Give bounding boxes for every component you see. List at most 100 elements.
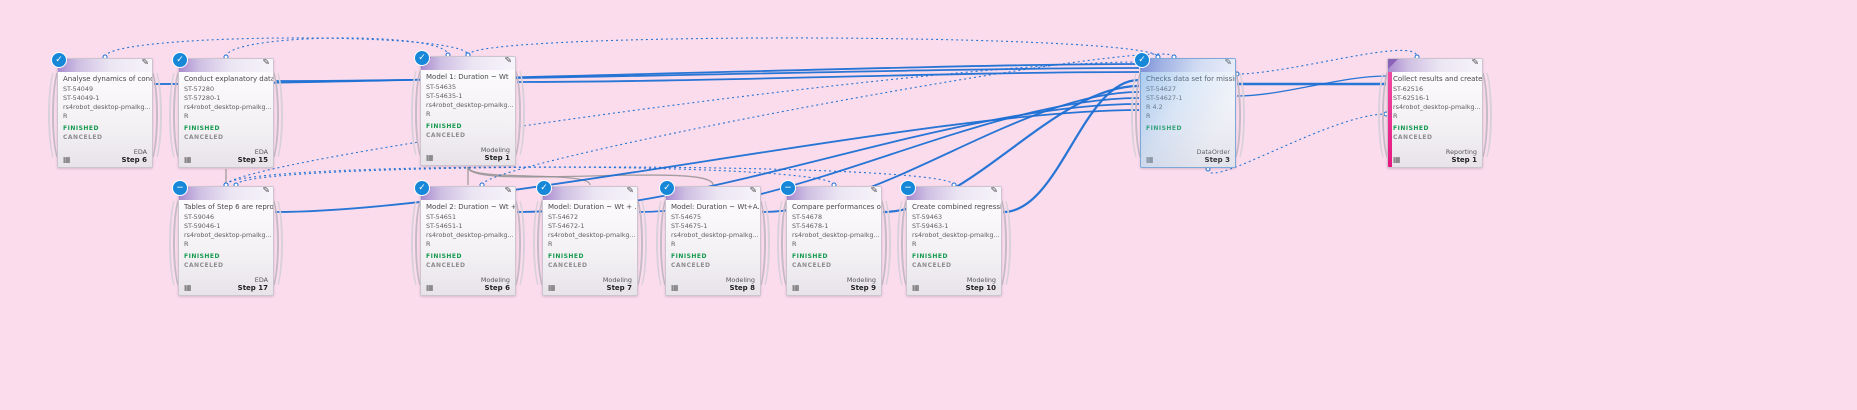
node-category: EDA xyxy=(254,276,268,284)
node-step: Step 9 xyxy=(850,284,876,292)
node-title: Analyse dynamics of conc... xyxy=(63,75,152,83)
grid-icon[interactable]: ▦ xyxy=(1393,155,1401,164)
status-badge-check[interactable]: ✓ xyxy=(659,180,675,196)
workflow-node[interactable]: ✎ Model 2: Duration ~ Wt +... ST-54651 S… xyxy=(411,180,525,296)
status-badge-check[interactable]: ✓ xyxy=(536,180,552,196)
node-agent: R 4.2 xyxy=(1146,102,1163,111)
node-step: Step 7 xyxy=(606,284,632,292)
edit-pencil-icon[interactable]: ✎ xyxy=(749,186,757,196)
node-language: R xyxy=(63,111,68,120)
node-step: Step 8 xyxy=(729,284,755,292)
workflow-node[interactable]: ✎ Conduct explanatory data... ST-57280 S… xyxy=(169,52,283,168)
edit-pencil-icon[interactable]: ✎ xyxy=(1224,58,1232,68)
node-footer: ▦ Reporting Step 1 xyxy=(1388,148,1482,167)
node-category: Modeling xyxy=(966,276,996,284)
grid-icon[interactable]: ▦ xyxy=(792,283,800,292)
status-badge-check[interactable]: ✓ xyxy=(51,52,67,68)
node-language: R xyxy=(1146,111,1151,120)
node-language: R xyxy=(426,109,431,118)
workflow-node[interactable]: ✎ Model: Duration ~ Wt+A... ST-54675 ST-… xyxy=(656,180,770,296)
node-title: Checks data set for missin... xyxy=(1146,75,1235,83)
edit-pencil-icon[interactable]: ✎ xyxy=(626,186,634,196)
status-badge-check[interactable]: ✓ xyxy=(414,180,430,196)
node-card[interactable]: ✎ Tables of Step 6 are repro... ST-59046… xyxy=(178,186,274,296)
workflow-node[interactable]: ✎ Model 1: Duration ~ Wt ST-54635 ST-546… xyxy=(411,50,525,166)
node-task-id: ST-54049 xyxy=(63,85,94,93)
workflow-node[interactable]: ✎ Tables of Step 6 are repro... ST-59046… xyxy=(169,180,283,296)
node-header: ✎ xyxy=(666,187,760,200)
node-category: EDA xyxy=(254,148,268,156)
node-card[interactable]: ✎ Create combined regressi... ST-59463 S… xyxy=(906,186,1002,296)
node-task-id: ST-54651 xyxy=(426,213,457,221)
edit-pencil-icon[interactable]: ✎ xyxy=(870,186,878,196)
edit-pencil-icon[interactable]: ✎ xyxy=(262,186,270,196)
workflow-node[interactable]: ✎ Model: Duration ~ Wt + ... ST-54672 ST… xyxy=(533,180,647,296)
workflow-node[interactable]: ✎ Create combined regressi... ST-59463 S… xyxy=(897,180,1011,296)
grid-icon[interactable]: ▦ xyxy=(1146,155,1154,164)
status-badge-minus[interactable]: − xyxy=(900,180,916,196)
node-category: EDA xyxy=(133,148,147,156)
edit-pencil-icon[interactable]: ✎ xyxy=(990,186,998,196)
node-language: R xyxy=(184,239,189,248)
edge xyxy=(104,37,469,58)
node-task-id: ST-54627 xyxy=(1146,85,1177,93)
edit-pencil-icon[interactable]: ✎ xyxy=(1471,58,1479,68)
grid-icon[interactable]: ▦ xyxy=(426,283,434,292)
category-stripe xyxy=(1388,72,1392,167)
edit-pencil-icon[interactable]: ✎ xyxy=(141,58,149,68)
grid-icon[interactable]: ▦ xyxy=(184,155,192,164)
edge xyxy=(225,37,449,58)
node-card[interactable]: ✎ Collect results and create ... ST-6251… xyxy=(1387,58,1483,168)
node-header: ✎ xyxy=(1388,59,1482,72)
node-card[interactable]: ✎ Model 1: Duration ~ Wt ST-54635 ST-546… xyxy=(420,56,516,166)
node-title: Model: Duration ~ Wt + ... xyxy=(548,203,637,211)
workflow-node[interactable]: ✎ Compare performances o... ST-54678 ST-… xyxy=(777,180,891,296)
grid-icon[interactable]: ▦ xyxy=(671,283,679,292)
edit-pencil-icon[interactable]: ✎ xyxy=(504,56,512,66)
node-step: Step 6 xyxy=(121,156,147,164)
node-agent: rs4robot_desktop-pmalkg... xyxy=(426,230,514,239)
status-finished: FINISHED xyxy=(1393,124,1430,132)
node-header: ✎ xyxy=(787,187,881,200)
node-card[interactable]: ✎ Conduct explanatory data... ST-57280 S… xyxy=(178,58,274,168)
node-footer: ▦ Modeling Step 9 xyxy=(787,276,881,295)
status-canceled: CANCELED xyxy=(426,261,466,269)
node-category: Modeling xyxy=(725,276,755,284)
edit-pencil-icon[interactable]: ✎ xyxy=(262,58,270,68)
node-card[interactable]: ✎ Checks data set for missin... ST-54627… xyxy=(1140,58,1236,168)
grid-icon[interactable]: ▦ xyxy=(426,153,434,162)
status-badge-check[interactable]: ✓ xyxy=(414,50,430,66)
node-card[interactable]: ✎ Analyse dynamics of conc... ST-54049 S… xyxy=(57,58,153,168)
edge xyxy=(1002,78,1140,214)
node-task-id: ST-54678 xyxy=(792,213,823,221)
node-footer: ▦ Modeling Step 6 xyxy=(421,276,515,295)
status-badge-check[interactable]: ✓ xyxy=(172,52,188,68)
node-run-id: ST-62516-1 xyxy=(1393,93,1430,102)
node-card[interactable]: ✎ Model: Duration ~ Wt + ... ST-54672 ST… xyxy=(542,186,638,296)
edit-pencil-icon[interactable]: ✎ xyxy=(504,186,512,196)
node-agent: rs4robot_desktop-pmalkg... xyxy=(184,102,272,111)
node-card[interactable]: ✎ Compare performances o... ST-54678 ST-… xyxy=(786,186,882,296)
node-category: Reporting xyxy=(1445,148,1477,156)
node-run-id: ST-54049-1 xyxy=(63,93,100,102)
status-finished: FINISHED xyxy=(912,252,949,260)
node-card[interactable]: ✎ Model: Duration ~ Wt+A... ST-54675 ST-… xyxy=(665,186,761,296)
workflow-node[interactable]: ✎ Checks data set for missin... ST-54627… xyxy=(1131,52,1245,168)
grid-icon[interactable]: ▦ xyxy=(548,283,556,292)
workflow-node[interactable]: ✎ Collect results and create ... ST-6251… xyxy=(1378,58,1492,168)
status-badge-minus[interactable]: − xyxy=(780,180,796,196)
status-badge-check[interactable]: ✓ xyxy=(1134,52,1150,68)
node-footer: ▦ Modeling Step 7 xyxy=(543,276,637,295)
grid-icon[interactable]: ▦ xyxy=(184,283,192,292)
grid-icon[interactable]: ▦ xyxy=(912,283,920,292)
edge xyxy=(467,166,591,186)
grid-icon[interactable]: ▦ xyxy=(63,155,71,164)
node-agent: rs4robot_desktop-pmalkg... xyxy=(63,102,151,111)
node-run-id: ST-59463-1 xyxy=(912,221,949,230)
status-finished: FINISHED xyxy=(184,252,221,260)
workflow-node[interactable]: ✎ Analyse dynamics of conc... ST-54049 S… xyxy=(48,52,162,168)
status-badge-minus[interactable]: − xyxy=(172,180,188,196)
node-card[interactable]: ✎ Model 2: Duration ~ Wt +... ST-54651 S… xyxy=(420,186,516,296)
